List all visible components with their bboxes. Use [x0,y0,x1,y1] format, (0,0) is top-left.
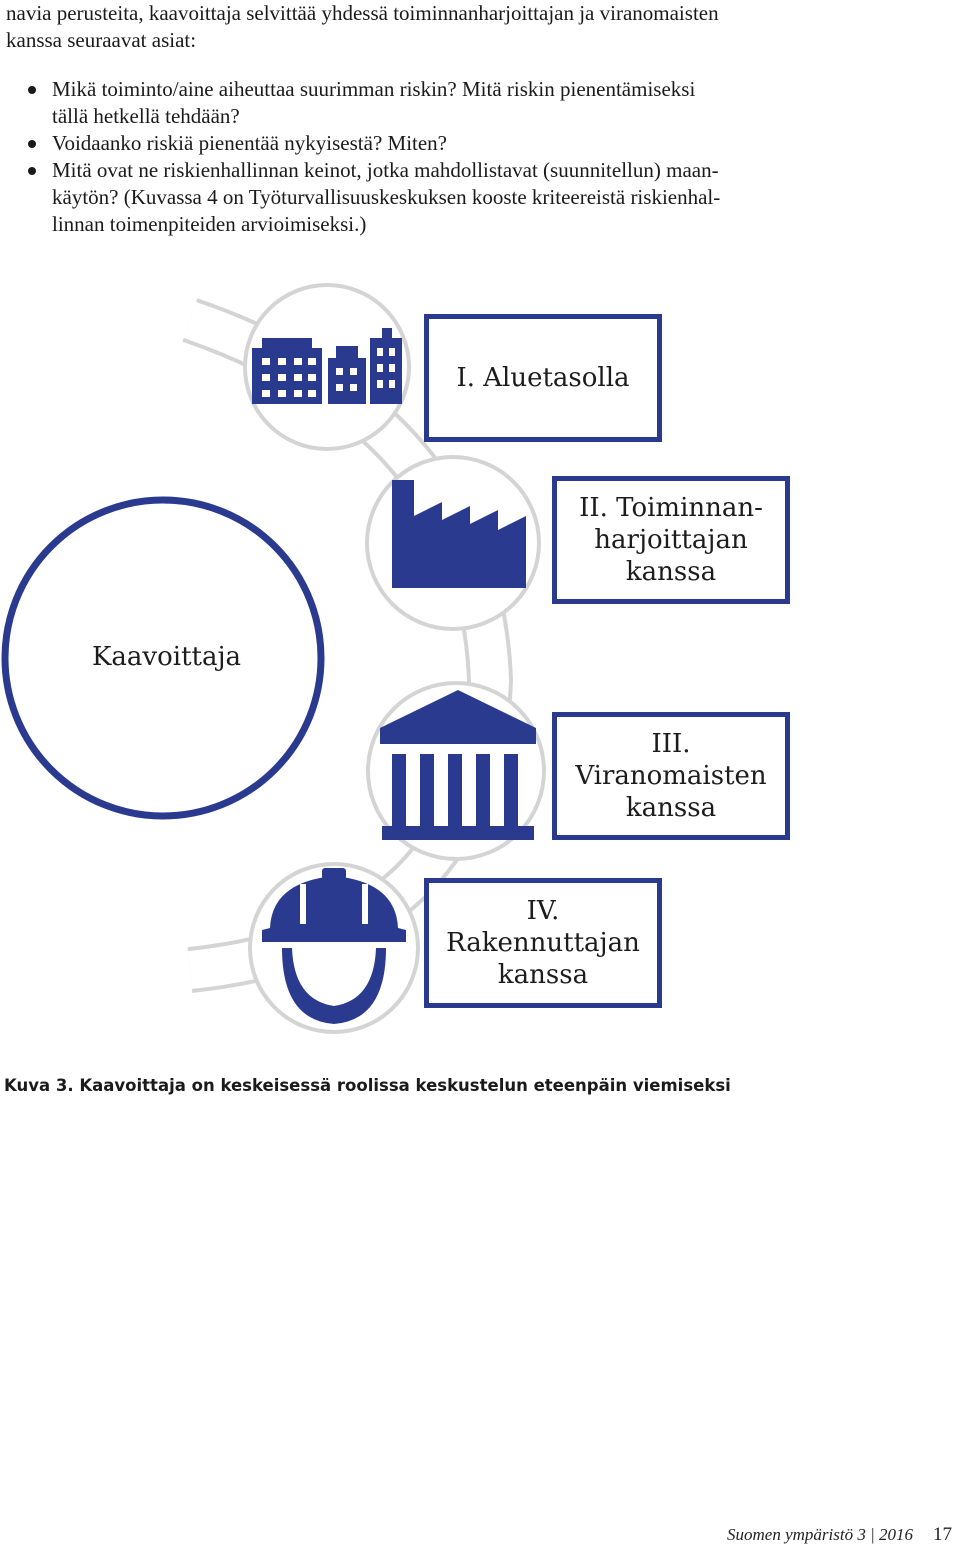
list-item: Voidaanko riskiä pienentää nykyisestä? M… [22,130,802,157]
stage-box-authorities: III. Viranomaisten kanssa [552,712,790,840]
box-text: Rakennuttajan [446,928,640,958]
box-text: kanssa [497,960,589,990]
figure-caption: Kuva 3. Kaavoittaja on keskeisessä rooli… [4,1076,731,1095]
government-building-icon [380,690,536,840]
diagram-graphic [1,283,546,1034]
page-number: 17 [933,1524,952,1545]
list-item-text: linnan toimenpiteiden arvioimiseksi.) [52,212,367,236]
list-item-text: tällä hetkellä tehdään? [52,104,240,128]
list-item-text: käytön? (Kuvassa 4 on Työturvallisuuskes… [52,185,721,209]
planner-role-diagram: Kaavoittaja I. Aluetasolla II. Toiminnan… [0,280,960,1040]
planner-label: Kaavoittaja [92,642,242,672]
intro-line: kanssa seuraavat asiat: [6,28,197,52]
box-text: harjoittajan [594,525,748,555]
list-item-text: Voidaanko riskiä pienentää nykyisestä? M… [52,131,448,155]
page-footer: Suomen ympäristö 3 | 2016 17 [727,1524,952,1546]
buildings-icon [252,328,402,404]
intro-paragraph: navia perusteita, kaavoittaja selvittää … [6,0,906,54]
icon-circle [243,283,411,451]
stage-box-developer: IV. Rakennuttajan kanssa [424,878,662,1008]
box-text: II. Toiminnan- [579,493,763,523]
list-item: Mikä toiminto/aine aiheuttaa suurimman r… [22,76,802,130]
box-text: Viranomaisten [575,761,767,791]
planner-circle [1,496,325,820]
box-text: kanssa [625,793,717,823]
list-item-text: Mikä toiminto/aine aiheuttaa suurimman r… [52,77,696,101]
box-text: IV. [526,896,560,926]
list-item: Mitä ovat ne riskienhallinnan keinot, jo… [22,157,802,238]
stage-box-operator: II. Toiminnan- harjoittajan kanssa [552,476,790,604]
question-list: Mikä toiminto/aine aiheuttaa suurimman r… [22,76,802,238]
box-text: I. Aluetasolla [456,363,630,393]
box-text: kanssa [625,557,717,587]
publication-name: Suomen ympäristö 3 | 2016 [727,1525,913,1544]
list-item-text: Mitä ovat ne riskienhallinnan keinot, jo… [52,158,719,182]
factory-icon [392,480,526,588]
hard-hat-icon [262,868,406,1024]
box-text: III. [651,729,691,759]
stage-box-area-level: I. Aluetasolla [424,314,662,442]
intro-line: navia perusteita, kaavoittaja selvittää … [6,1,719,25]
